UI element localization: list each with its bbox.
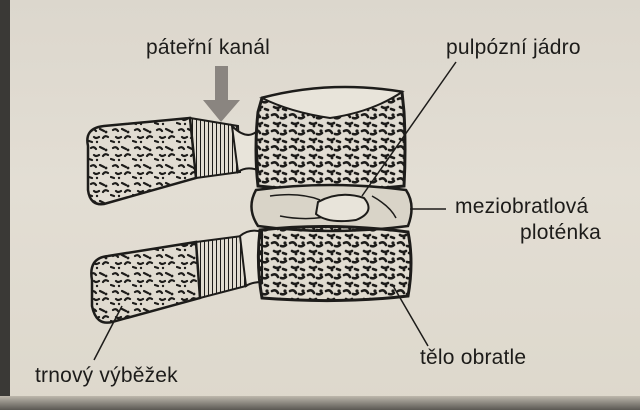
spinal-canal-arrow [203, 66, 240, 122]
nucleus-pulposus [316, 195, 369, 221]
label-disc-line1: meziobratlová [455, 195, 588, 219]
intervertebral-disc [251, 185, 411, 231]
label-spinous-process: trnový výběžek [35, 364, 178, 388]
label-vertebral-body: tělo obratle [420, 346, 526, 370]
label-spinal-canal: páteřní kanál [146, 36, 270, 60]
lower-vertebral-body [258, 226, 411, 300]
body-leader-line [392, 284, 428, 346]
label-nucleus-pulposus: pulpózní jádro [446, 36, 581, 60]
lower-spinous-process [91, 231, 262, 323]
upper-vertebral-body [256, 87, 405, 190]
label-disc-line2: ploténka [520, 221, 601, 245]
upper-spinous-process [87, 118, 258, 204]
